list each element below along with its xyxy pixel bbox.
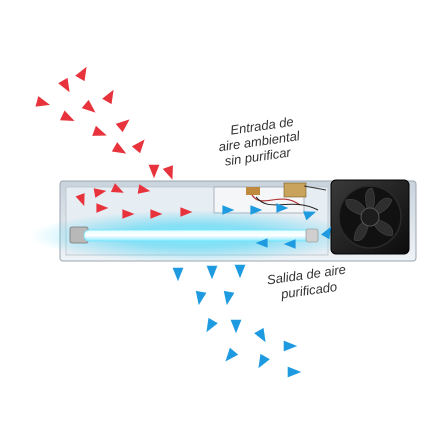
- blue-triangle-arrow-icon: [195, 290, 207, 306]
- blue-triangle-arrow-icon: [287, 366, 302, 378]
- red-triangle-arrow-icon: [122, 209, 135, 219]
- red-triangle-arrow-icon: [148, 164, 160, 179]
- red-triangle-arrow-icon: [115, 119, 130, 133]
- red-triangle-arrow-icon: [75, 66, 87, 82]
- red-triangle-arrow-icon: [35, 96, 50, 107]
- purifier-unit: [30, 179, 417, 262]
- blue-triangle-arrow-icon: [230, 319, 242, 334]
- red-triangle-arrow-icon: [81, 99, 96, 113]
- red-triangle-arrow-icon: [93, 188, 107, 198]
- uv-lamp: [30, 210, 360, 262]
- blue-triangle-arrow-icon: [172, 267, 184, 282]
- red-triangle-arrow-icon: [150, 209, 163, 219]
- intake-airflow-arrows: [35, 66, 193, 219]
- red-triangle-arrow-icon: [75, 193, 85, 207]
- blue-triangle-arrow-icon: [255, 238, 268, 248]
- blue-triangle-arrow-icon: [303, 211, 317, 221]
- outlet-airflow-arrows: [172, 203, 332, 378]
- red-triangle-arrow-icon: [60, 110, 75, 122]
- blue-triangle-arrow-icon: [206, 317, 218, 333]
- red-triangle-arrow-icon: [96, 203, 109, 213]
- red-triangle-arrow-icon: [102, 89, 114, 105]
- red-triangle-arrow-icon: [137, 184, 151, 194]
- blue-triangle-arrow-icon: [254, 327, 266, 343]
- red-triangle-arrow-icon: [131, 139, 145, 154]
- blue-triangle-arrow-icon: [225, 347, 239, 362]
- red-triangle-arrow-icon: [58, 77, 70, 93]
- blue-triangle-arrow-icon: [222, 205, 235, 215]
- fan-unit: [330, 179, 410, 255]
- red-triangle-arrow-icon: [111, 142, 127, 154]
- blue-triangle-arrow-icon: [206, 265, 218, 280]
- blue-triangle-arrow-icon: [234, 264, 246, 279]
- blue-triangle-arrow-icon: [283, 239, 296, 249]
- red-triangle-arrow-icon: [110, 183, 124, 193]
- red-triangle-arrow-icon: [92, 125, 107, 136]
- blue-triangle-arrow-icon: [250, 205, 263, 215]
- outlet-label: Salida de aire purificado: [266, 262, 347, 302]
- blue-triangle-arrow-icon: [223, 290, 235, 306]
- red-triangle-arrow-icon: [162, 165, 173, 180]
- blue-triangle-arrow-icon: [321, 226, 332, 240]
- red-triangle-arrow-icon: [180, 207, 193, 217]
- intake-label: Entrada de aire ambiental sin purificar: [218, 114, 302, 169]
- blue-triangle-arrow-icon: [258, 353, 270, 369]
- blue-triangle-arrow-icon: [283, 340, 298, 352]
- blue-triangle-arrow-icon: [276, 203, 289, 213]
